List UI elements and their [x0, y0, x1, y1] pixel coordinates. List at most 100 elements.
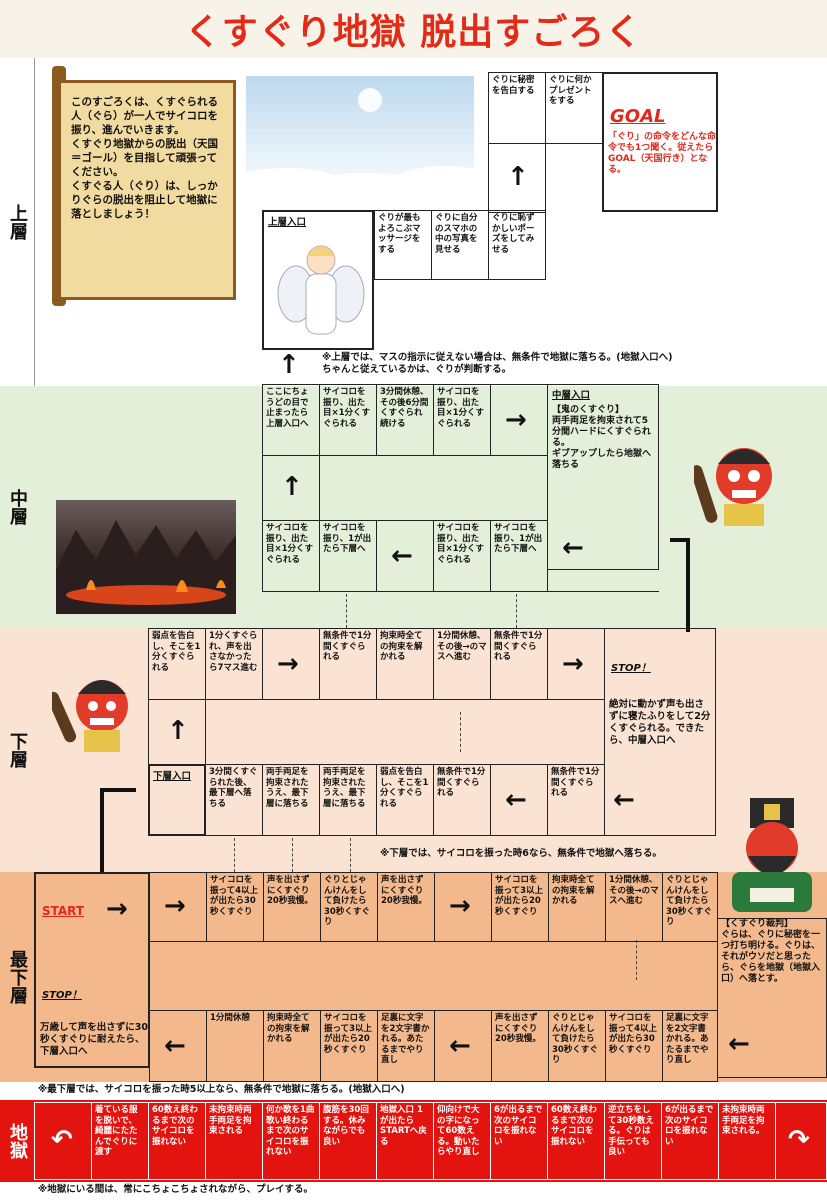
- arrow-up-icon: ↑: [278, 350, 300, 380]
- bottom-arrow-cell: →: [149, 872, 207, 942]
- bottom-cell[interactable]: サイコロを振って3以上が出たら20秒くすぐり: [320, 1010, 378, 1082]
- hell-cell[interactable]: 未拘束時両手両足を拘束される: [205, 1102, 263, 1180]
- cloud-icon: [246, 88, 474, 206]
- start-label: START: [42, 904, 85, 918]
- upper-note: ※上層では、マスの指示に従えない場合は、無条件で地獄に落ちる。(地獄入口へ) ち…: [322, 352, 673, 375]
- lower-entrance-cell[interactable]: 下層入口: [148, 764, 206, 836]
- hell-cell[interactable]: 6が出るまで次のサイコロを振れない: [490, 1102, 548, 1180]
- bottom-cell[interactable]: 声を出さずにくすぐり20秒我慢。: [263, 872, 321, 942]
- bottom-cell[interactable]: 足裏に文字を2文字書かれる。あたるまでやり直し: [377, 1010, 435, 1082]
- bottom-stop-text: 万歳して声を出さずに30秒くすぐりに耐えたら、下層入口へ: [40, 1022, 148, 1057]
- lower-cell[interactable]: 拘束時全ての拘束を解かれる: [376, 628, 434, 700]
- lower-stop-text: 絶対に動かず声も出さずに寝たふりをして2分くすぐられる。できたら、中層入口へ: [609, 699, 711, 746]
- hell-cell[interactable]: 着ている服を脱いで、綺麗にたたんでぐりに渡す: [91, 1102, 149, 1180]
- lower-entrance-label: 下層入口: [153, 771, 192, 782]
- bottom-cell[interactable]: サイコロを振って4以上が出たら30秒くすぐり: [605, 1010, 663, 1082]
- bottom-cell[interactable]: ぐりとじゃんけんをして負けたら30秒くすぐり: [662, 872, 718, 942]
- middle-cell[interactable]: サイコロを振り、出た目×1分くすぐられる: [262, 520, 320, 592]
- middle-cell[interactable]: サイコロを振り、1が出たら下層へ: [490, 520, 548, 592]
- judge-cell[interactable]: 【くすぐり裁判】 ぐらは、ぐりに秘密を一つ打ち明ける。ぐりは、それがウソだと思っ…: [717, 918, 827, 1078]
- middle-bottom-line: [262, 591, 659, 593]
- arrow-left-icon: ←: [164, 1031, 186, 1061]
- arrow-up-icon: ↑: [167, 716, 189, 746]
- lower-center-space: [205, 699, 605, 765]
- bottom-cell[interactable]: サイコロを振って3以上が出たら20秒くすぐり: [491, 872, 549, 942]
- goal-title: GOAL: [610, 106, 666, 127]
- upper-cell[interactable]: ぐりが最もよろこぶマッサージをする: [374, 210, 432, 280]
- connector-bar: [100, 788, 136, 792]
- hell-cell[interactable]: 60数え終わるまで次のサイコロを振れない: [547, 1102, 605, 1180]
- arrow-right-icon: →: [505, 405, 527, 435]
- bottom-cell[interactable]: ぐりとじゃんけんをして負けたら30秒くすぐり: [548, 1010, 606, 1082]
- arrow-up-icon: ↑: [507, 162, 529, 192]
- arrow-left-icon: ←: [505, 785, 527, 815]
- hell-cell[interactable]: 逆立ちをして30秒数える。ぐりは手伝っても良い: [604, 1102, 662, 1180]
- bottom-stop-title: STOP！: [42, 990, 82, 1001]
- middle-cell[interactable]: 3分間休憩、その後6分間くすぐられ続ける: [376, 384, 434, 456]
- start-cell[interactable]: START → STOP！ 万歳して声を出さずに30秒くすぐりに耐えたら、下層入…: [34, 872, 150, 1068]
- bottom-cell[interactable]: 拘束時全ての拘束を解かれる: [548, 872, 606, 942]
- hell-cell[interactable]: 何か歌を1曲歌い終わるまで次のサイコロを振れない: [262, 1102, 320, 1180]
- arrow-up-icon: ↑: [281, 472, 303, 502]
- lower-cell[interactable]: 1分間休憩、その後→のマスへ進む: [433, 628, 491, 700]
- lower-stop-cell[interactable]: STOP！ 絶対に動かず声も出さずに寝たふりをして2分くすぐられる。できたら、中…: [604, 628, 716, 836]
- hell-cell[interactable]: 未拘束時両手両足を拘束される。: [718, 1102, 776, 1180]
- lower-arrow-cell: →: [547, 628, 605, 700]
- hell-arrow-cell: ↷: [775, 1102, 827, 1180]
- connector-line: [234, 838, 235, 872]
- lower-zone-label: 下層: [7, 732, 28, 768]
- lower-cell[interactable]: 3分間くすぐられた後、最下層へ落ちる: [205, 764, 263, 836]
- arrow-right-icon: →: [277, 649, 299, 679]
- upper-zone-label: 上層: [0, 58, 35, 386]
- bottom-cell[interactable]: ぐりとじゃんけんをして負けたら30秒くすぐり: [320, 872, 378, 942]
- bottom-cell[interactable]: 声を出さずにくすぐり20秒我慢。: [491, 1010, 549, 1082]
- goal-text: 「ぐり」の命令をどんな命令でも1つ聞く。従えたらGOAL（天国行き）となる。: [608, 132, 717, 175]
- middle-cell[interactable]: サイコロを振り、出た目×1分くすぐられる: [319, 384, 377, 456]
- bottom-cell[interactable]: サイコロを振って4以上が出たら30秒くすぐり: [206, 872, 264, 942]
- arrow-left-icon: ←: [449, 1031, 471, 1061]
- middle-cell[interactable]: サイコロを振り、出た目×1分くすぐられる: [433, 384, 491, 456]
- bottom-cell[interactable]: 足裏に文字を2文字書かれる。あたるまでやり直し: [662, 1010, 718, 1082]
- hell-arrow-cell: ↶: [34, 1102, 92, 1180]
- lower-cell[interactable]: 両手両足を拘束されたうえ、最下層に落ちる: [262, 764, 320, 836]
- lower-cell[interactable]: 無条件で1分間くすぐられる: [490, 628, 548, 700]
- lower-cell[interactable]: 無条件で1分間くすぐられる: [319, 628, 377, 700]
- lower-cell[interactable]: 弱点を告白し、そこを1分くすぐられる: [376, 764, 434, 836]
- bottom-cell[interactable]: 1分間休憩: [206, 1010, 264, 1082]
- arrow-right-icon: →: [562, 649, 584, 679]
- hell-note: ※地獄にいる間は、常にこちょこちょされながら、プレイする。: [38, 1184, 314, 1195]
- upper-cell[interactable]: ぐりに何かプレゼントをする: [545, 72, 603, 144]
- lower-cell[interactable]: 1分くすぐられ、声を出さなかったら7マス進む: [205, 628, 263, 700]
- hell-cell[interactable]: 60数え終わるまで次のサイコロを振れない: [148, 1102, 206, 1180]
- hell-cell[interactable]: 仰向けで大の字になって60数える。動いたらやり直し: [433, 1102, 491, 1180]
- upper-cell[interactable]: ぐりに恥ずかしいポーズをしてみせる: [488, 210, 546, 280]
- lower-arrow-cell: ↑: [148, 699, 206, 765]
- middle-entrance-cell[interactable]: 中層入口 【鬼のくすぐり】 両手両足を拘束されて5分間ハードにくすぐられる。 ギ…: [547, 384, 659, 570]
- upper-cell[interactable]: ぐりに秘密を告白する: [488, 72, 546, 144]
- lower-arrow-cell: ←: [490, 764, 548, 836]
- lower-cell[interactable]: 無条件で1分間くすぐられる: [433, 764, 491, 836]
- lower-cell[interactable]: 弱点を告白し、そこを1分くすぐられる: [148, 628, 206, 700]
- middle-center-space: [319, 455, 548, 521]
- middle-cell[interactable]: サイコロを振り、出た目×1分くすぐられる: [433, 520, 491, 592]
- arrow-right-icon: →: [164, 891, 186, 921]
- u-turn-right-icon: ↷: [788, 1125, 810, 1155]
- lower-cell[interactable]: 無条件で1分間くすぐられる: [547, 764, 605, 836]
- middle-arrow-cell: ↑: [262, 455, 320, 521]
- judge-text: 【くすぐり裁判】 ぐらは、ぐりに秘密を一つ打ち明ける。ぐりは、それがウソだと思っ…: [721, 919, 821, 984]
- middle-cell[interactable]: ここにちょうどの目で止まったら上層入口へ: [262, 384, 320, 456]
- bottom-cell[interactable]: 1分間休憩、その後→のマスへ進む: [605, 872, 663, 942]
- hell-entrance-cell[interactable]: 地獄入口 1が出たらSTARTへ戻る: [376, 1102, 434, 1180]
- bottom-cell[interactable]: 拘束時全ての拘束を解かれる: [263, 1010, 321, 1082]
- lower-cell[interactable]: 両手両足を拘束されたうえ、最下層に落ちる: [319, 764, 377, 836]
- hell-cell[interactable]: 腹筋を30回する。休みながらでも良い: [319, 1102, 377, 1180]
- hell-cell[interactable]: 6が出るまで次のサイコロを振れない: [661, 1102, 719, 1180]
- upper-cell[interactable]: ぐりに自分のスマホの中の写真を見せる: [431, 210, 489, 280]
- upper-entrance-cell[interactable]: 上層入口: [262, 210, 374, 350]
- bottom-cell[interactable]: 声を出さずにくすぐり20秒我慢。: [377, 872, 435, 942]
- middle-cell[interactable]: サイコロを振り、1が出たら下層へ: [319, 520, 377, 592]
- bottom-arrow-cell: ←: [149, 1010, 207, 1082]
- heaven-sky-image: [246, 76, 474, 206]
- bottom-note: ※最下層では、サイコロを振った時5以上なら、無条件で地獄に落ちる。(地獄入口へ): [38, 1084, 405, 1095]
- goal-cell[interactable]: GOAL 「ぐり」の命令をどんな命令でも1つ聞く。従えたらGOAL（天国行き）と…: [602, 72, 718, 212]
